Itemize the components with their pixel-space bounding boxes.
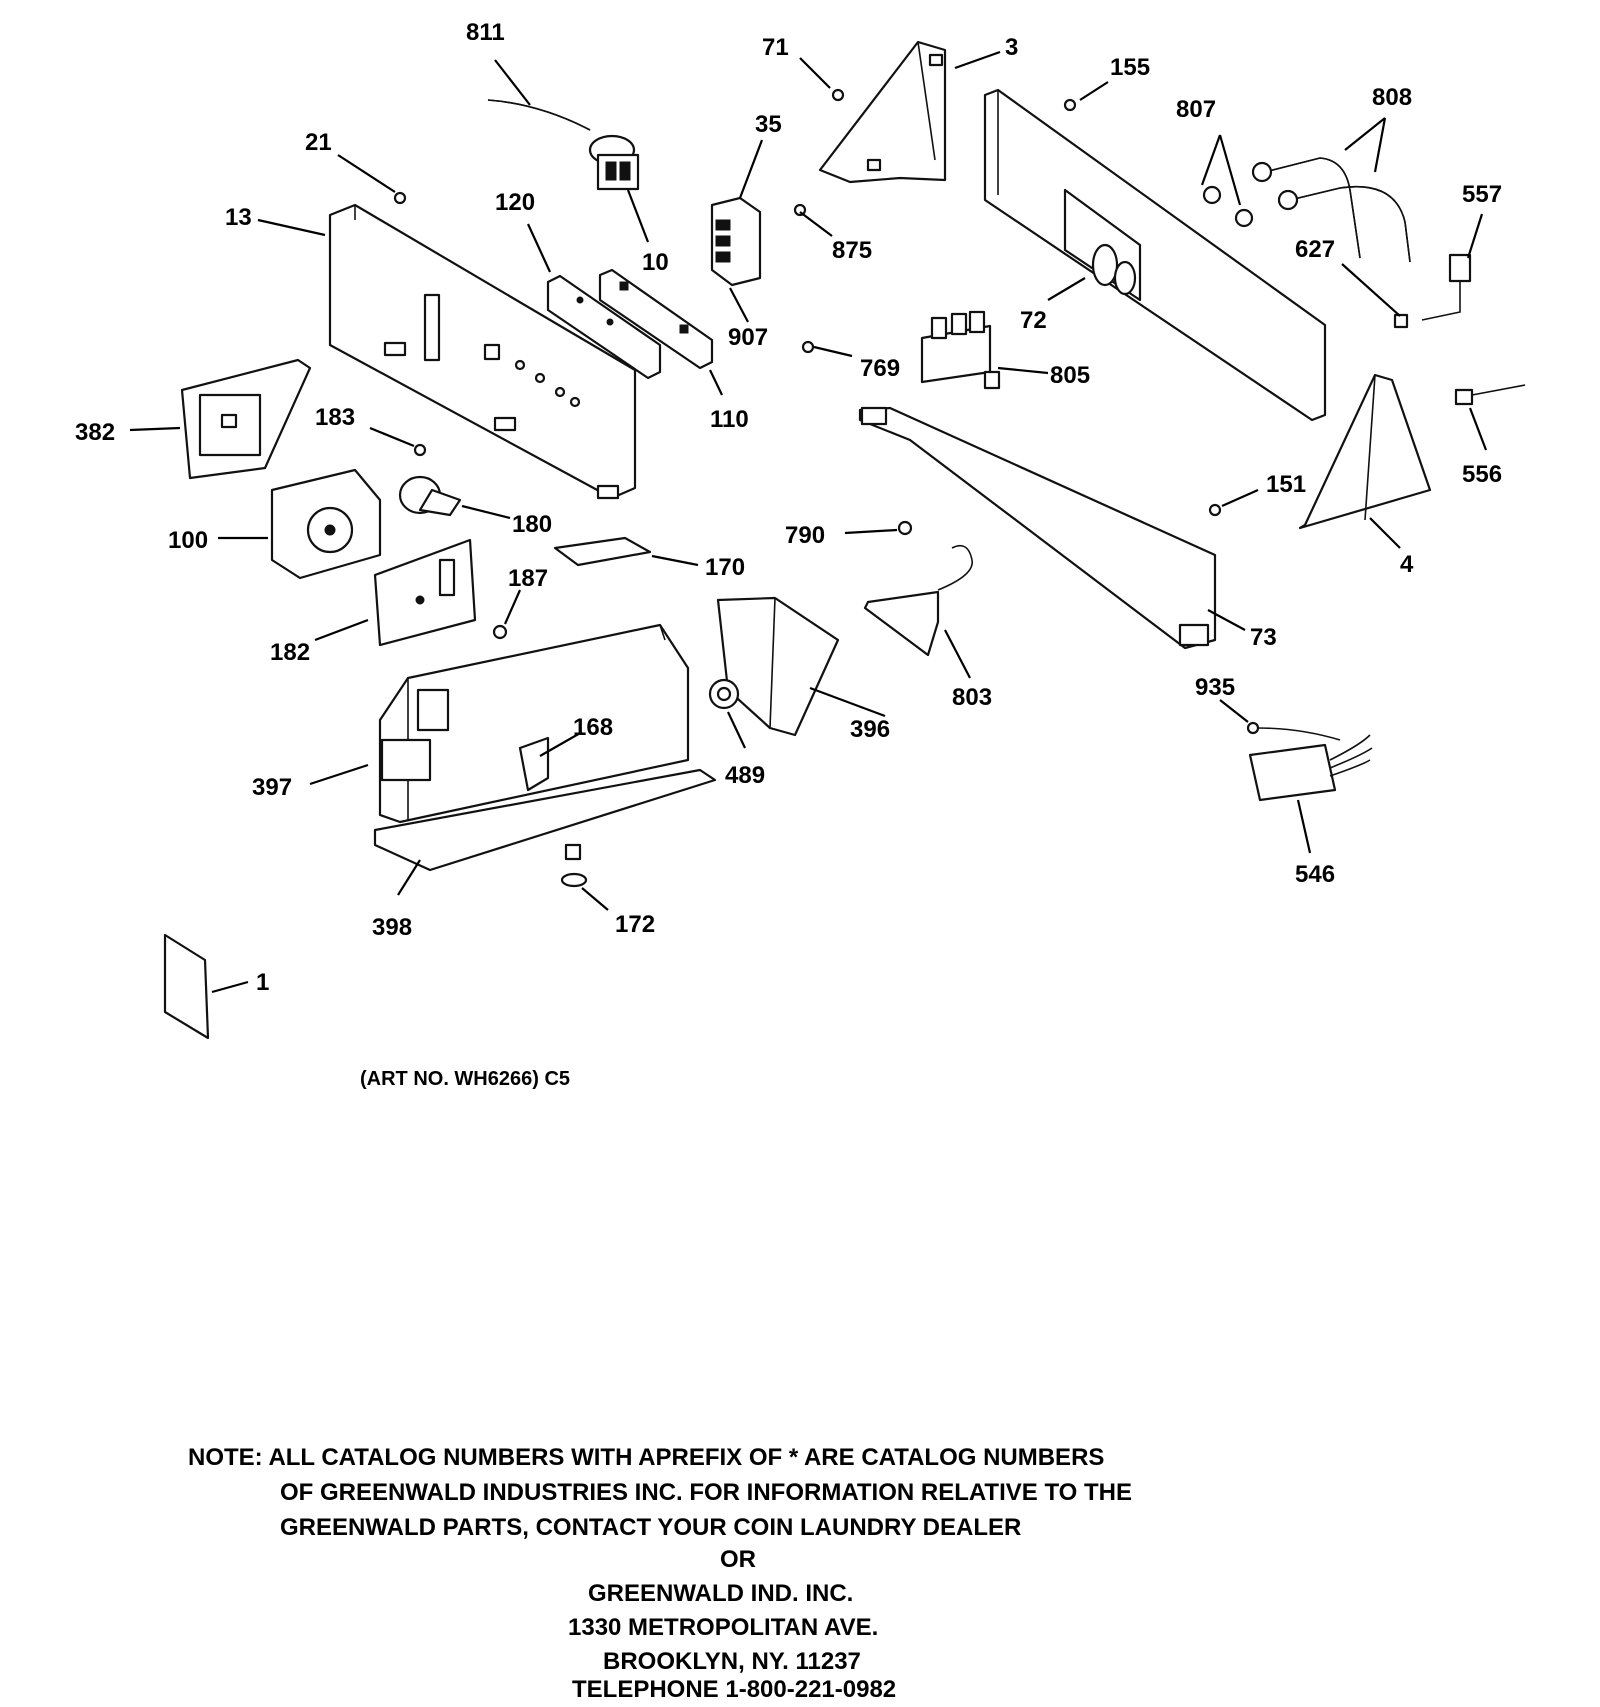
callout-183: 183 [315, 404, 355, 431]
callout-805: 805 [1050, 362, 1090, 389]
callout-labels: 811 71 3 155 807 808 21 35 557 120 13 10… [75, 19, 1502, 996]
part-808-hoses [1251, 157, 1411, 263]
callout-1: 1 [256, 969, 269, 996]
part-182-timer-bracket [373, 538, 477, 647]
part-4-end-bracket [1298, 373, 1432, 530]
callout-180: 180 [512, 511, 552, 538]
note-city: BROOKLYN, NY. 11237 [603, 1648, 861, 1675]
callout-151: 151 [1266, 471, 1306, 498]
note-line-3: GREENWALD PARTS, CONTACT YOUR COIN LAUND… [280, 1514, 1022, 1541]
part-151-screw [1208, 503, 1222, 517]
callout-100: 100 [168, 527, 208, 554]
part-120-board [546, 274, 662, 380]
callout-398: 398 [372, 914, 412, 941]
callout-13: 13 [225, 204, 252, 231]
part-110-board [598, 268, 714, 370]
callout-170: 170 [705, 554, 745, 581]
callout-187: 187 [508, 565, 548, 592]
callout-489: 489 [725, 762, 765, 789]
part-805-water-valve [920, 310, 1001, 390]
callout-546: 546 [1295, 861, 1335, 888]
part-382-dial-escutcheon [180, 358, 312, 480]
callout-73: 73 [1250, 624, 1277, 651]
callout-396: 396 [850, 716, 890, 743]
callout-557: 557 [1462, 181, 1502, 208]
callout-155: 155 [1110, 54, 1150, 81]
callout-35: 35 [755, 111, 782, 138]
note-line-2: OF GREENWALD INDUSTRIES INC. FOR INFORMA… [280, 1479, 1132, 1506]
callout-807: 807 [1176, 96, 1216, 123]
callout-769: 769 [860, 355, 900, 382]
callout-811: 811 [466, 19, 505, 46]
part-811-cord [487, 99, 591, 131]
note-line-1: NOTE: ALL CATALOG NUMBERS WITH APREFIX O… [188, 1444, 1105, 1471]
part-489-bushing [708, 678, 740, 710]
part-73-rear-bracket [858, 406, 1217, 650]
callout-3: 3 [1005, 34, 1018, 61]
leader-lines [129, 50, 1488, 994]
part-71-screw [831, 88, 845, 102]
part-875-screw [793, 203, 807, 217]
part-100-timer [270, 468, 382, 580]
callout-4: 4 [1400, 551, 1414, 578]
part-13-control-panel [328, 203, 637, 500]
part-1-literature [163, 933, 210, 1040]
part-907-switch-block [710, 196, 762, 287]
part-10-pressure-switch [588, 134, 640, 191]
part-180-knob [398, 475, 462, 517]
part-803-hose [863, 544, 973, 657]
note-company: GREENWALD IND. INC. [588, 1580, 854, 1607]
art-number: (ART NO. WH6266) C5 [360, 1068, 571, 1090]
callout-72: 72 [1020, 307, 1047, 334]
callout-182: 182 [270, 639, 310, 666]
callout-71: 71 [762, 34, 789, 61]
part-397-control-box [378, 623, 690, 824]
part-170-label [553, 536, 652, 567]
part-155-screw [1063, 98, 1077, 112]
part-398-base-plate [373, 768, 717, 872]
callout-21: 21 [305, 129, 332, 156]
note-street: 1330 METROPOLITAN AVE. [568, 1614, 879, 1641]
part-172-foot [560, 843, 588, 888]
callout-397: 397 [252, 774, 292, 801]
callout-110: 110 [710, 406, 749, 433]
part-3-end-bracket [818, 40, 947, 184]
part-187-screw [492, 624, 508, 640]
callout-10: 10 [642, 249, 669, 276]
callout-168: 168 [573, 714, 613, 741]
callout-172: 172 [615, 911, 655, 938]
callout-790: 790 [785, 522, 825, 549]
part-21-screw [393, 191, 407, 205]
part-556-harness-plug [1454, 384, 1526, 406]
part-790-clamp [897, 520, 913, 536]
part-183-screw [413, 443, 427, 457]
part-546-connector [1248, 734, 1373, 802]
callout-875: 875 [832, 237, 872, 264]
part-72-backsplash [983, 88, 1327, 422]
part-769-screw [801, 340, 815, 354]
part-807-washers [1202, 185, 1254, 228]
part-396-cover [716, 596, 840, 737]
callout-808: 808 [1372, 84, 1412, 111]
callout-935: 935 [1195, 674, 1235, 701]
callout-627: 627 [1295, 236, 1335, 263]
callout-907: 907 [728, 324, 768, 351]
callout-120: 120 [495, 189, 535, 216]
part-935-ground-wire [1246, 721, 1341, 741]
part-627-clip [1393, 313, 1409, 329]
note-or: OR [720, 1546, 756, 1573]
callout-382: 382 [75, 419, 115, 446]
callout-556: 556 [1462, 461, 1502, 488]
callout-803: 803 [952, 684, 992, 711]
part-557-switch [1421, 253, 1472, 321]
note-telephone: TELEPHONE 1-800-221-0982 [572, 1676, 897, 1703]
